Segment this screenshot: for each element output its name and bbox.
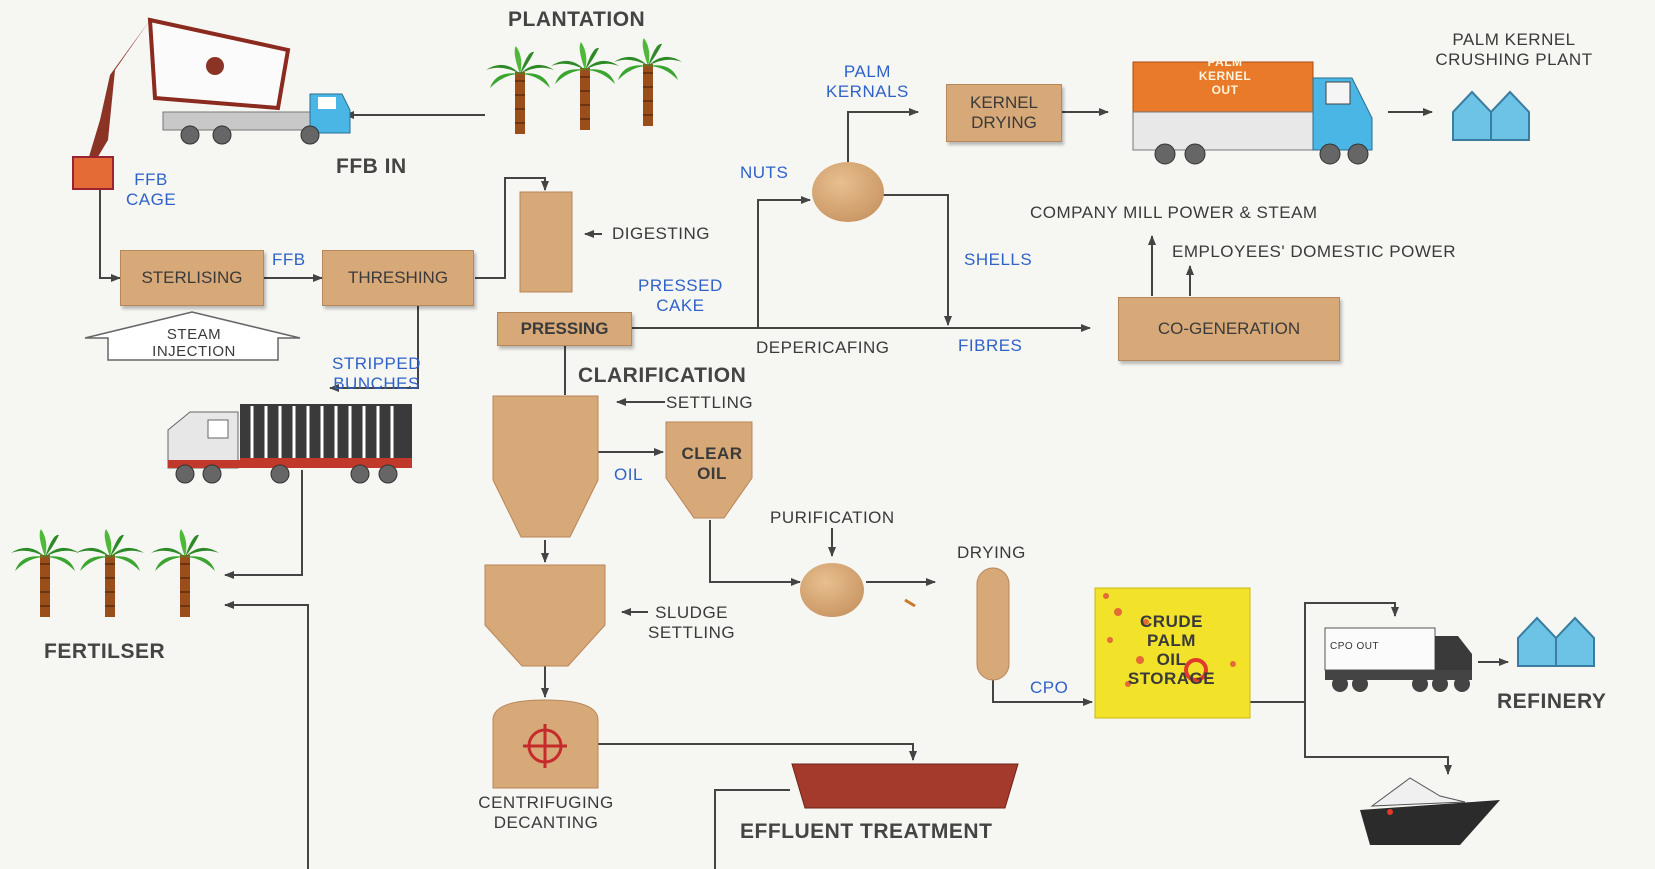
ffb-cage-icon: [72, 156, 114, 190]
steam-injection-shape: [84, 311, 301, 361]
drying-label: DRYING: [957, 543, 1026, 562]
palm-kernals-label: PALM KERNALS: [826, 62, 909, 101]
nuts-separator: [812, 162, 884, 222]
ffb-dump-truck: [88, 17, 351, 160]
stripped-bunches-truck: [167, 404, 412, 484]
digester-vessel: [519, 191, 573, 293]
digesting-label: DIGESTING: [612, 224, 711, 243]
plantation-title: PLANTATION: [508, 8, 646, 31]
oil-label: OIL: [614, 465, 643, 484]
line-cage-to-sterilising: [99, 185, 121, 282]
crude-storage-label: CRUDE PALM OIL STORAGE: [1127, 612, 1216, 689]
employees-power-label: EMPLOYEES' DOMESTIC POWER: [1172, 242, 1457, 261]
ffb-in-title: FFB IN: [336, 155, 407, 178]
line-drying-to-storage: [992, 680, 1093, 706]
line-clear-oil-to-purification: [709, 520, 801, 586]
centrifuge: [492, 699, 599, 789]
pk-crushing-plant-icon: [1452, 91, 1530, 141]
threshing-box: THRESHING: [322, 250, 474, 306]
oil-drip-mark: [904, 598, 916, 608]
pk-plant-title: PALM KERNEL CRUSHING PLANT: [1435, 30, 1593, 69]
sludge-settling-tank: [484, 564, 606, 667]
nuts-label: NUTS: [740, 163, 789, 182]
fibres-label: FIBRES: [958, 336, 1023, 355]
line-nuts-to-kernel-drying: [847, 108, 919, 165]
fertiliser-palms: [11, 529, 219, 617]
refinery-plant-icon: [1517, 617, 1595, 667]
flow-lines: [99, 108, 1509, 869]
sterilising-box: STERLISING: [120, 250, 264, 306]
settling-label: SETTLING: [666, 393, 754, 412]
steam-injection-label: STEAM INJECTION: [152, 326, 236, 361]
truck-pk-out-text: PALM KERNEL OUT: [1198, 55, 1252, 97]
line-centrifuge-to-effluent: [598, 743, 917, 761]
purification-label: PURIFICATION: [770, 508, 895, 527]
centrifuging-label: CENTRIFUGING DECANTING: [478, 793, 614, 832]
plantation-palms: [486, 38, 682, 134]
ffb-label: FFB: [272, 250, 306, 269]
line-truck-to-fertiliser: [224, 470, 303, 579]
company-power-label: COMPANY MILL POWER & STEAM: [1030, 203, 1318, 222]
effluent-title: EFFLUENT TREATMENT: [740, 820, 993, 843]
cpo-label: CPO: [1030, 678, 1069, 697]
line-threshing-to-digester: [475, 177, 549, 279]
clear-oil-tank: [665, 421, 753, 519]
depericarping-label: DEPERICAFING: [756, 338, 890, 357]
purification-vessel: [800, 563, 864, 617]
cogeneration-box: CO-GENERATION: [1118, 297, 1340, 361]
line-threshing-to-stripped: [329, 306, 419, 392]
effluent-treatment-pond: [791, 763, 1019, 809]
drying-vessel: [976, 567, 1010, 681]
line-effluent-to-fertiliser: [224, 601, 309, 869]
palm-kernel-truck: [1132, 61, 1373, 165]
kernel-drying-box: KERNEL DRYING: [946, 84, 1062, 142]
cpo-tanker-truck: [1324, 627, 1472, 692]
line-effluent-out: [714, 789, 790, 869]
pressed-cake-label: PRESSED CAKE: [638, 276, 723, 315]
stripped-bunches-label: STRIPPED BUNCHES: [332, 354, 422, 393]
line-storage-to-cpo-truck: [1250, 602, 1399, 703]
line-nuts-to-shells: [878, 194, 952, 326]
sludge-settling-label: SLUDGE SETTLING: [648, 603, 736, 642]
ffb-cage-label: FFB CAGE: [126, 170, 177, 209]
export-ship: [1360, 777, 1500, 845]
line-cake-to-nuts: [757, 196, 811, 328]
clear-oil-label: CLEAR OIL: [681, 444, 743, 483]
line-storage-to-ship: [1304, 702, 1452, 775]
clarification-title: CLARIFICATION: [578, 364, 747, 387]
refinery-title: REFINERY: [1497, 690, 1607, 713]
fertiliser-title: FERTILSER: [44, 640, 166, 663]
pressing-box: PRESSING: [497, 312, 632, 346]
crude-palm-oil-storage: [1094, 587, 1251, 719]
shells-label: SHELLS: [964, 250, 1033, 269]
clarification-tank: [492, 395, 599, 538]
truck-cpo-out-text: CPO OUT: [1330, 641, 1380, 652]
